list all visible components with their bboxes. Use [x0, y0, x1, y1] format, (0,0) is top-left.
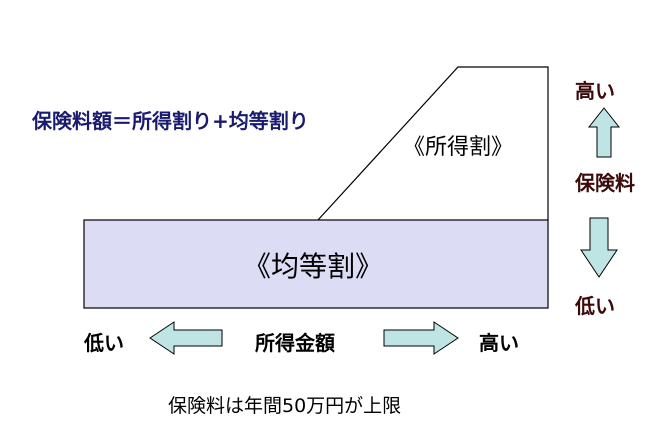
income-portion-shape: [317, 66, 549, 221]
flat-portion-band: [83, 219, 549, 309]
down-arrow-icon: [580, 217, 618, 278]
income-high-label: 高い: [479, 331, 519, 355]
footnote-text: 保険料は年間50万円が上限: [168, 395, 401, 417]
premium-axis-label: 保険料: [574, 171, 635, 195]
left-arrow-icon: [149, 321, 223, 355]
up-arrow-icon: [587, 107, 621, 158]
premium-low-label: 低い: [574, 294, 615, 318]
formula-text: 保険料額＝所得割り+均等割り: [31, 109, 309, 133]
income-low-label: 低い: [83, 331, 124, 355]
income-axis-label: 所得金額: [255, 331, 335, 355]
flat-portion-label: 《均等割》: [243, 250, 383, 283]
right-arrow-icon: [383, 321, 459, 355]
income-portion-label: 《所得割》: [403, 135, 513, 160]
premium-high-label: 高い: [575, 79, 615, 103]
